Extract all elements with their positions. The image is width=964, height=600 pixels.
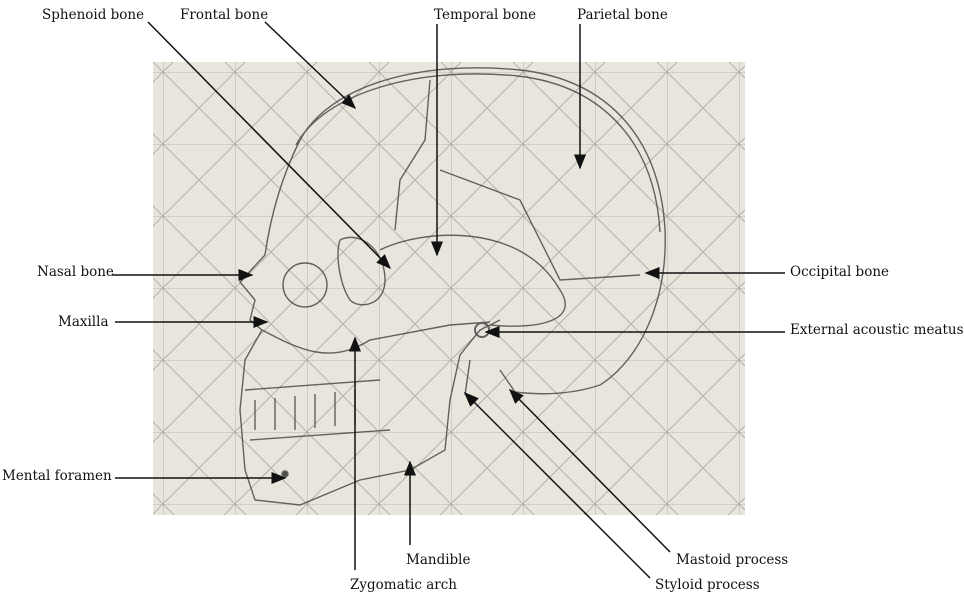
label-maxilla: Maxilla <box>58 314 109 330</box>
arrow-frontal <box>264 21 357 110</box>
leader-arrows <box>112 21 785 579</box>
arrow-mastoid <box>508 388 671 553</box>
label-mental-foramen: Mental foramen <box>2 468 112 484</box>
label-sphenoid-bone: Sphenoid bone <box>42 7 145 23</box>
label-occipital-bone: Occipital bone <box>790 264 890 280</box>
label-styloid-process: Styloid process <box>655 577 760 593</box>
skull-sketch <box>239 67 666 506</box>
label-frontal-bone: Frontal bone <box>180 7 269 23</box>
label-parietal-bone: Parietal bone <box>577 7 668 23</box>
label-mastoid-process: Mastoid process <box>676 552 789 568</box>
label-mandible: Mandible <box>406 552 471 568</box>
label-zygomatic-arch: Zygomatic arch <box>350 577 457 593</box>
label-temporal-bone: Temporal bone <box>434 7 537 23</box>
label-nasal-bone: Nasal bone <box>37 264 114 280</box>
label-external-acoustic-meatus: External acoustic meatus <box>790 322 964 338</box>
arrow-styloid <box>463 391 651 579</box>
grid <box>153 62 745 515</box>
arrow-sphenoid <box>147 21 392 270</box>
